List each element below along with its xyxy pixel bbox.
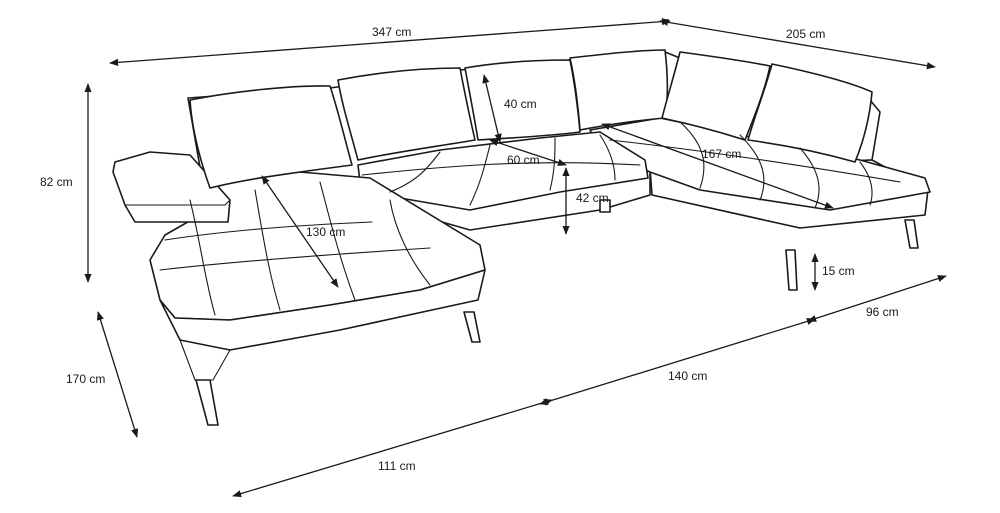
dimension-labels: 347 cm 205 cm 82 cm 40 cm 60 cm 42 cm 13… bbox=[40, 25, 899, 473]
back-cushion-4 bbox=[569, 49, 669, 131]
arrow-chaise-length bbox=[261, 175, 339, 288]
label-front-left: 111 cm bbox=[378, 459, 416, 473]
leg-right-back bbox=[904, 219, 919, 249]
arrow-right-depth bbox=[659, 18, 936, 70]
label-total-width: 347 cm bbox=[372, 25, 411, 39]
arrow-front-middle bbox=[539, 317, 816, 406]
label-height: 82 cm bbox=[40, 175, 73, 189]
left-base-edge bbox=[179, 339, 231, 381]
middle-tufting bbox=[361, 134, 641, 206]
arrow-right-seat bbox=[601, 123, 834, 209]
label-left-depth: 170 cm bbox=[66, 372, 105, 386]
label-back-cushion: 40 cm bbox=[504, 97, 537, 111]
back-cushion-1 bbox=[189, 85, 353, 189]
label-front-middle: 140 cm bbox=[668, 369, 707, 383]
chaise-base bbox=[159, 269, 486, 351]
leg-chaise-front bbox=[463, 311, 481, 343]
leg-front-left bbox=[195, 379, 219, 426]
armrest-edge bbox=[124, 199, 231, 206]
arrow-left-depth bbox=[96, 311, 139, 438]
arrow-back-cushion bbox=[482, 74, 502, 143]
dimension-lines bbox=[84, 18, 947, 498]
label-chaise-length: 130 cm bbox=[306, 225, 345, 239]
label-leg-height: 15 cm bbox=[822, 264, 855, 278]
label-seat-depth: 60 cm bbox=[507, 153, 540, 167]
arrow-front-right bbox=[807, 275, 947, 322]
leg-right-front bbox=[785, 249, 798, 291]
arrow-total-width bbox=[109, 18, 671, 66]
label-seat-height: 42 cm bbox=[576, 191, 609, 205]
arrow-seat-depth bbox=[489, 139, 567, 166]
back-cushion-2 bbox=[337, 67, 476, 161]
label-right-seat: 167 cm bbox=[702, 147, 741, 161]
label-front-right: 96 cm bbox=[866, 305, 899, 319]
label-right-depth: 205 cm bbox=[786, 27, 825, 41]
arrow-front-left bbox=[232, 398, 553, 498]
